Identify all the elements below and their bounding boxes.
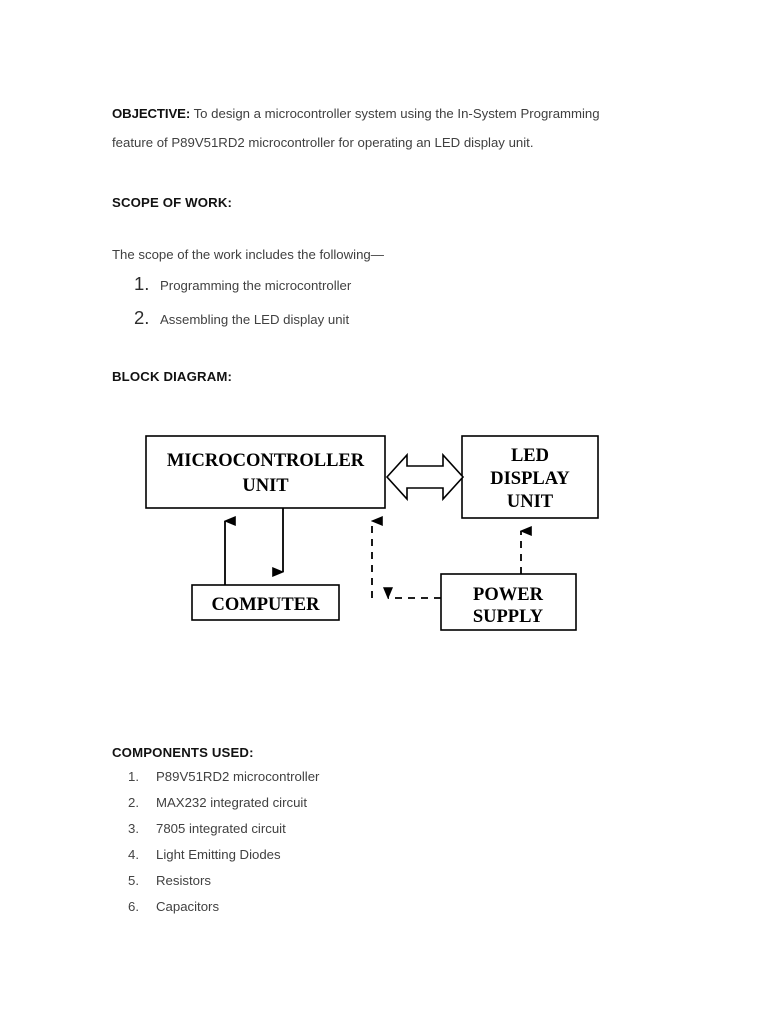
list-item: 2. Assembling the LED display unit: [134, 307, 351, 341]
objective-paragraph: OBJECTIVE: To design a microcontroller s…: [112, 99, 612, 157]
list-item-label: Light Emitting Diodes: [156, 847, 281, 862]
list-item-number: 1.: [128, 769, 139, 784]
list-item: 1. Programming the microcontroller: [134, 273, 351, 307]
list-item-label: 7805 integrated circuit: [156, 821, 286, 836]
components-used-heading: COMPONENTS USED:: [112, 745, 254, 760]
block-led-display-unit: LED DISPLAY UNIT: [461, 435, 599, 519]
list-item-label: Programming the microcontroller: [160, 278, 352, 293]
block-computer-line1: COMPUTER: [212, 595, 321, 615]
list-item-label: P89V51RD2 microcontroller: [156, 769, 320, 784]
scope-intro-text: The scope of the work includes the follo…: [112, 247, 384, 262]
block-power-supply-line2: SUPPLY: [473, 607, 544, 627]
block-microcontroller-unit-line1: MICROCONTROLLER: [167, 451, 365, 471]
list-item-number: 5.: [128, 873, 139, 888]
components-list: 1. P89V51RD2 microcontroller 2. MAX232 i…: [128, 769, 319, 925]
block-computer: COMPUTER: [191, 584, 340, 621]
list-item-label: Capacitors: [156, 899, 220, 914]
block-led-display-unit-line2: DISPLAY: [490, 469, 570, 489]
block-diagram-figure: MICROCONTROLLER UNIT LED DISPLAY UNIT CO…: [130, 425, 630, 650]
list-item: 3. 7805 integrated circuit: [128, 821, 319, 847]
list-item-number: 4.: [128, 847, 139, 862]
objective-body: To design a microcontroller system using…: [112, 106, 600, 151]
list-item: 4. Light Emitting Diodes: [128, 847, 319, 873]
objective-label: OBJECTIVE:: [112, 106, 191, 122]
block-power-supply-line1: POWER: [473, 585, 544, 605]
list-item-label: MAX232 integrated circuit: [156, 795, 307, 810]
list-item: 2. MAX232 integrated circuit: [128, 795, 319, 821]
list-item: 1. P89V51RD2 microcontroller: [128, 769, 319, 795]
block-microcontroller-unit: MICROCONTROLLER UNIT: [145, 435, 386, 509]
block-led-display-unit-line3: UNIT: [507, 492, 554, 512]
connector-mcu-led-double-arrow: [385, 452, 465, 502]
scope-of-work-heading: SCOPE OF WORK:: [112, 195, 233, 210]
block-microcontroller-unit-line2: UNIT: [242, 476, 289, 496]
list-item-number: 6.: [128, 899, 139, 914]
list-item-number: 2.: [134, 307, 150, 328]
list-item-label: Resistors: [156, 873, 211, 888]
list-item: 6. Capacitors: [128, 899, 319, 925]
list-item-number: 1.: [134, 273, 150, 294]
list-item-label: Assembling the LED display unit: [160, 312, 350, 327]
block-power-supply: POWER SUPPLY: [440, 573, 577, 631]
block-led-display-unit-line1: LED: [511, 446, 549, 466]
block-diagram-heading: BLOCK DIAGRAM:: [112, 369, 233, 384]
connector-power-to-mcu-dashed-arrow: [370, 516, 441, 600]
scope-list: 1. Programming the microcontroller 2. As…: [134, 273, 351, 341]
list-item: 5. Resistors: [128, 873, 319, 899]
list-item-number: 2.: [128, 795, 139, 810]
list-item-number: 3.: [128, 821, 139, 836]
